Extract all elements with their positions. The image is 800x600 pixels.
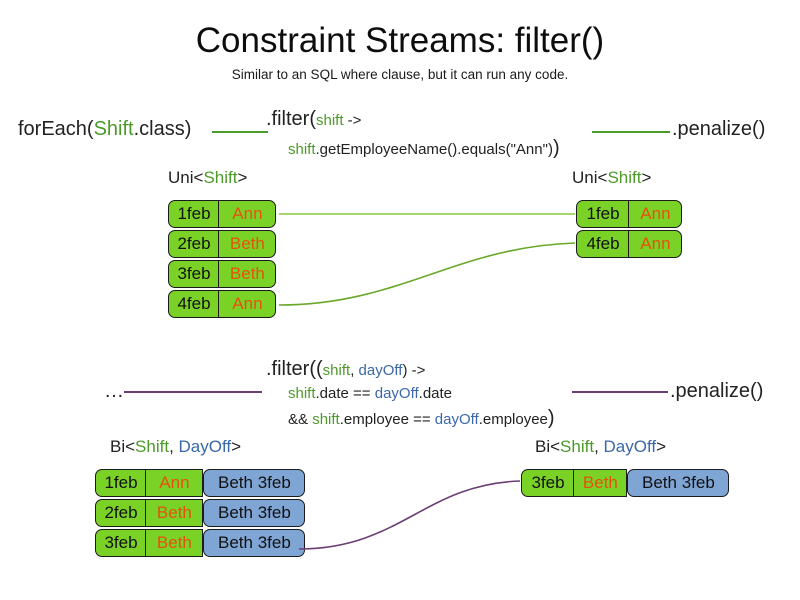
tuple-dayoff: Beth 3feb bbox=[203, 499, 306, 527]
bi-filter-l3-lead: && bbox=[288, 411, 313, 428]
tuple-date: 4feb bbox=[576, 230, 630, 258]
tuple-employee: Beth bbox=[218, 260, 277, 288]
bi-filter-l3-mid: .employee == bbox=[339, 411, 435, 428]
uni-input-label-prefix: Uni< bbox=[168, 168, 204, 187]
bi-filter-prefix: .filter(( bbox=[266, 358, 323, 380]
tuple-date: 2feb bbox=[168, 230, 220, 258]
tuple-dayoff: Beth 3feb bbox=[627, 469, 730, 497]
bi-filter-param-dayoff: dayOff bbox=[358, 362, 403, 379]
connector-curve-bi-1 bbox=[298, 480, 521, 550]
uni-input-label-type: Shift bbox=[203, 168, 238, 187]
bi-filter-l2-dayoff: dayOff bbox=[374, 385, 419, 402]
uni-input-label-suffix: > bbox=[237, 168, 248, 187]
bi-filter-line2: shift.date == dayOff.date bbox=[288, 385, 452, 402]
tuple-employee: Beth bbox=[145, 499, 204, 527]
bi-filter-close-paren: ) bbox=[547, 407, 555, 429]
bi-output-label-suffix: > bbox=[656, 437, 667, 456]
uni-output-label-suffix: > bbox=[641, 168, 652, 187]
tuple-employee: Beth bbox=[145, 529, 204, 557]
uni-filter-arrow: -> bbox=[343, 112, 362, 129]
uni-filter-prefix: .filter( bbox=[266, 108, 316, 130]
table-row[interactable]: 3feb Beth bbox=[168, 260, 277, 288]
connector-filter-penalize-uni bbox=[592, 131, 670, 133]
uni-filter-line2: shift.getEmployeeName().equals("Ann")) bbox=[288, 137, 560, 160]
table-row[interactable]: 1feb Ann Beth 3feb bbox=[95, 469, 306, 497]
bi-input-label-suffix: > bbox=[231, 437, 242, 456]
uni-filter-line1: .filter(shift -> bbox=[266, 108, 361, 131]
tuple-employee: Ann bbox=[218, 200, 277, 228]
bi-filter-l3-dayoff: dayOff bbox=[434, 411, 479, 428]
bi-filter-line1: .filter((shift, dayOff) -> bbox=[266, 358, 425, 381]
table-row[interactable]: 1feb Ann bbox=[168, 200, 277, 228]
bi-filter-l3-tail: .employee bbox=[478, 411, 548, 428]
uni-filter-param: shift bbox=[316, 112, 344, 129]
table-row[interactable]: 3feb Beth Beth 3feb bbox=[521, 469, 730, 497]
uni-filter-close-paren: ) bbox=[552, 137, 560, 159]
uni-penalize-call: .penalize() bbox=[672, 118, 766, 140]
table-row[interactable]: 3feb Beth Beth 3feb bbox=[95, 529, 306, 557]
bi-output-label-prefix: Bi< bbox=[535, 437, 561, 456]
connector-filter-penalize-bi bbox=[572, 391, 668, 393]
bi-filter-l2-shift: shift bbox=[288, 385, 316, 402]
tuple-employee: Ann bbox=[218, 290, 277, 318]
tuple-employee: Beth bbox=[573, 469, 628, 497]
uni-output-label-type: Shift bbox=[607, 168, 642, 187]
tuple-date: 3feb bbox=[95, 529, 147, 557]
bi-input-label-prefix: Bi< bbox=[110, 437, 136, 456]
bi-input-label-type2: DayOff bbox=[178, 437, 232, 456]
foreach-type: Shift bbox=[93, 118, 134, 140]
page-title: Constraint Streams: filter() bbox=[195, 21, 605, 60]
uni-filter-body: .getEmployeeName().equals("Ann") bbox=[315, 141, 553, 158]
uni-filter-var: shift bbox=[288, 141, 316, 158]
bi-input-label-comma: , bbox=[169, 437, 179, 456]
tuple-employee: Ann bbox=[628, 230, 683, 258]
page-subtitle: Similar to an SQL where clause, but it c… bbox=[231, 67, 569, 82]
table-row[interactable]: 2feb Beth bbox=[168, 230, 277, 258]
table-row[interactable]: 2feb Beth Beth 3feb bbox=[95, 499, 306, 527]
bi-input-label: Bi<Shift, DayOff> bbox=[110, 437, 241, 457]
connector-foreach-filter bbox=[212, 131, 268, 133]
tuple-date: 1feb bbox=[168, 200, 220, 228]
bi-penalize-call: .penalize() bbox=[670, 380, 764, 402]
bi-filter-comma: , bbox=[350, 362, 359, 379]
bi-output-label: Bi<Shift, DayOff> bbox=[535, 437, 666, 457]
tuple-date: 2feb bbox=[95, 499, 147, 527]
connector-curve-uni-4 bbox=[278, 242, 576, 306]
bi-filter-arrow: ) -> bbox=[402, 362, 426, 379]
tuple-date: 3feb bbox=[521, 469, 575, 497]
foreach-call: forEach(Shift.class) bbox=[18, 118, 191, 141]
bi-filter-l2-tail: .date bbox=[418, 385, 453, 402]
bi-filter-l2-mid: .date == bbox=[315, 385, 375, 402]
bi-filter-l3-shift: shift bbox=[312, 411, 340, 428]
table-row[interactable]: 1feb Ann bbox=[576, 200, 683, 228]
tuple-date: 3feb bbox=[168, 260, 220, 288]
uni-output-label-prefix: Uni< bbox=[572, 168, 608, 187]
uni-input-label: Uni<Shift> bbox=[168, 168, 247, 188]
table-row[interactable]: 4feb Ann bbox=[576, 230, 683, 258]
uni-output-label: Uni<Shift> bbox=[572, 168, 651, 188]
table-row[interactable]: 4feb Ann bbox=[168, 290, 277, 318]
tuple-dayoff: Beth 3feb bbox=[203, 469, 306, 497]
bi-input-label-type1: Shift bbox=[135, 437, 170, 456]
tuple-date: 4feb bbox=[168, 290, 220, 318]
bi-output-label-type1: Shift bbox=[560, 437, 595, 456]
foreach-suffix: .class) bbox=[133, 118, 192, 140]
tuple-employee: Ann bbox=[628, 200, 683, 228]
tuple-date: 1feb bbox=[576, 200, 630, 228]
bi-output-label-comma: , bbox=[594, 437, 604, 456]
bi-filter-line3: && shift.employee == dayOff.employee) bbox=[288, 407, 555, 430]
tuple-employee: Ann bbox=[145, 469, 204, 497]
bi-source-ellipsis: … bbox=[104, 380, 124, 402]
tuple-date: 1feb bbox=[95, 469, 147, 497]
tuple-employee: Beth bbox=[218, 230, 277, 258]
connector-source-filter-bi bbox=[124, 391, 262, 393]
tuple-dayoff: Beth 3feb bbox=[203, 529, 306, 557]
foreach-prefix: forEach( bbox=[18, 118, 94, 140]
bi-filter-param-shift: shift bbox=[322, 362, 351, 379]
bi-output-label-type2: DayOff bbox=[603, 437, 657, 456]
